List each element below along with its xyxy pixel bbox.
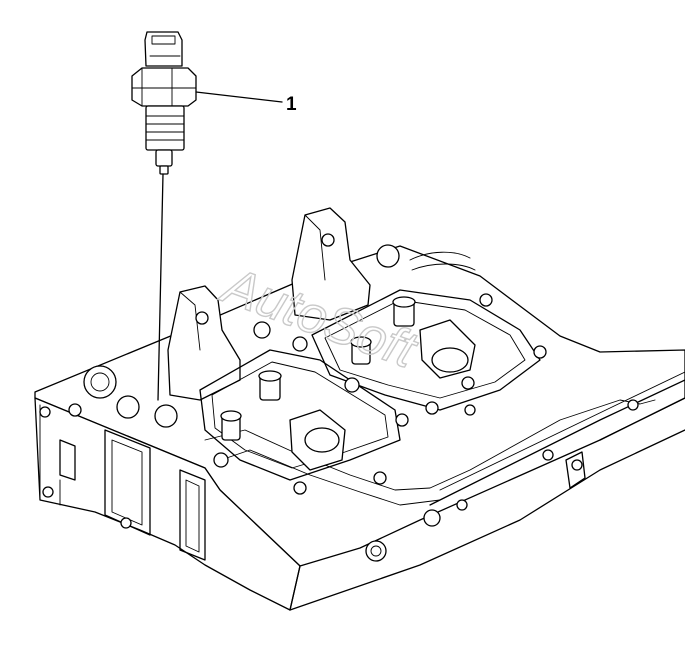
- cylinder-head: [34, 207, 685, 611]
- sensor: [131, 31, 197, 175]
- installation-line: [157, 173, 164, 401]
- callout-1: 1: [286, 94, 297, 115]
- callout-leader-line: [195, 91, 283, 103]
